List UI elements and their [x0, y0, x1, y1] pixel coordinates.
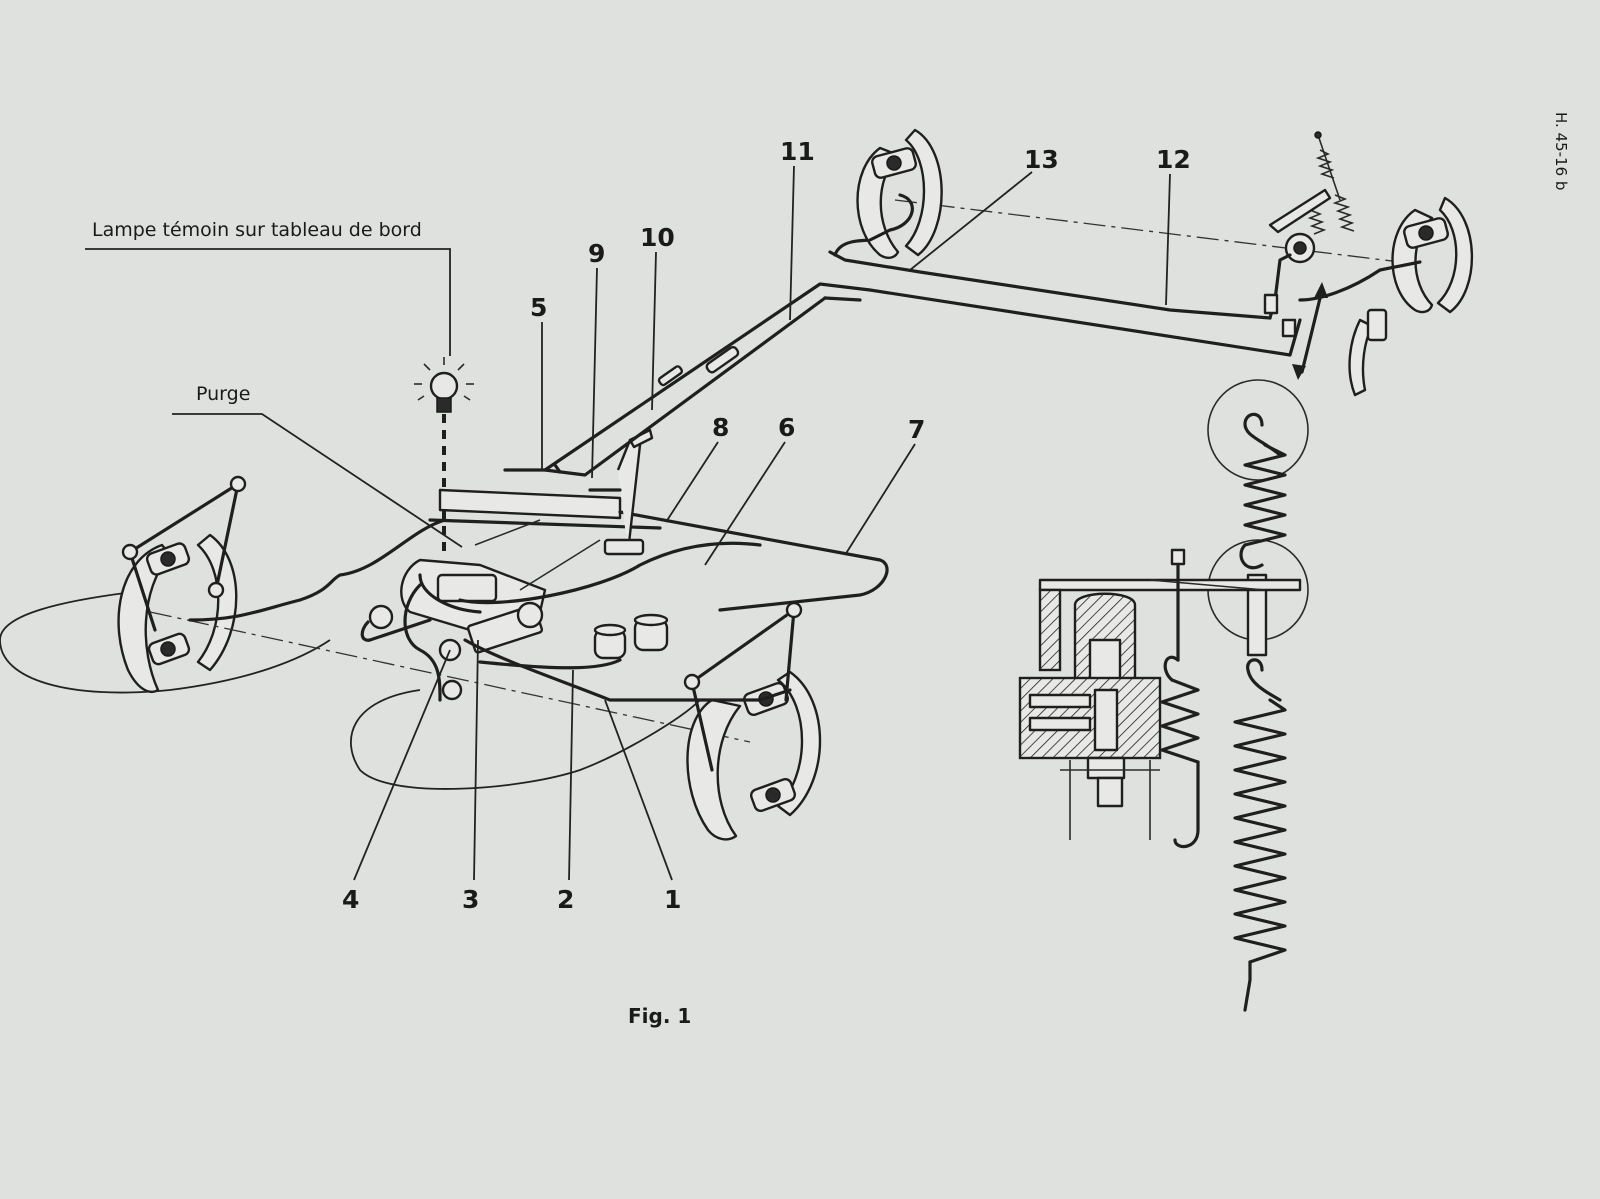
master-cylinder-unit	[368, 558, 669, 701]
lamp-leader-line	[85, 248, 451, 356]
purge-leader-line	[172, 413, 463, 548]
callout-6: 6	[778, 413, 795, 442]
purge-caption: Purge	[196, 383, 250, 405]
rear-left-brake-assembly	[856, 128, 943, 260]
spring-detail	[1207, 379, 1309, 1012]
regulator-cross-section	[1018, 548, 1302, 849]
purge-caption-group: Purge	[172, 383, 463, 548]
regulator-linkage	[1263, 131, 1355, 380]
lamp-caption-group: Lampe témoin sur tableau de bord	[85, 219, 451, 356]
callout-12: 12	[1156, 145, 1191, 174]
callout-10: 10	[640, 223, 675, 252]
rear-right-brake-assembly	[1298, 196, 1474, 397]
inline-filter	[657, 345, 740, 387]
callout-9: 9	[588, 239, 605, 268]
callout-3: 3	[462, 885, 479, 914]
callout-labels: 4 3 2 1 5 9 10 11 13 12 8 6 7	[342, 137, 1191, 914]
callout-13: 13	[1024, 145, 1059, 174]
front-left-brake-assembly	[0, 475, 331, 694]
callout-7: 7	[908, 415, 925, 444]
front-axle-centerline	[149, 611, 751, 743]
callout-4: 4	[342, 885, 359, 914]
front-brake-lines	[188, 518, 792, 702]
lamp-caption: Lampe témoin sur tableau de bord	[92, 219, 422, 241]
document-reference: H. 45-16 b	[1552, 112, 1570, 190]
callout-2: 2	[557, 885, 574, 914]
rear-axle-centerline	[894, 199, 1401, 263]
front-right-brake-assembly	[350, 601, 822, 841]
warning-lamp-icon	[414, 357, 474, 555]
figure-caption: Fig. 1	[628, 1004, 691, 1028]
callout-5: 5	[530, 293, 547, 322]
callout-8: 8	[712, 413, 729, 442]
chassis-frame	[428, 428, 889, 612]
callout-1: 1	[664, 885, 681, 914]
callout-11: 11	[780, 137, 815, 166]
